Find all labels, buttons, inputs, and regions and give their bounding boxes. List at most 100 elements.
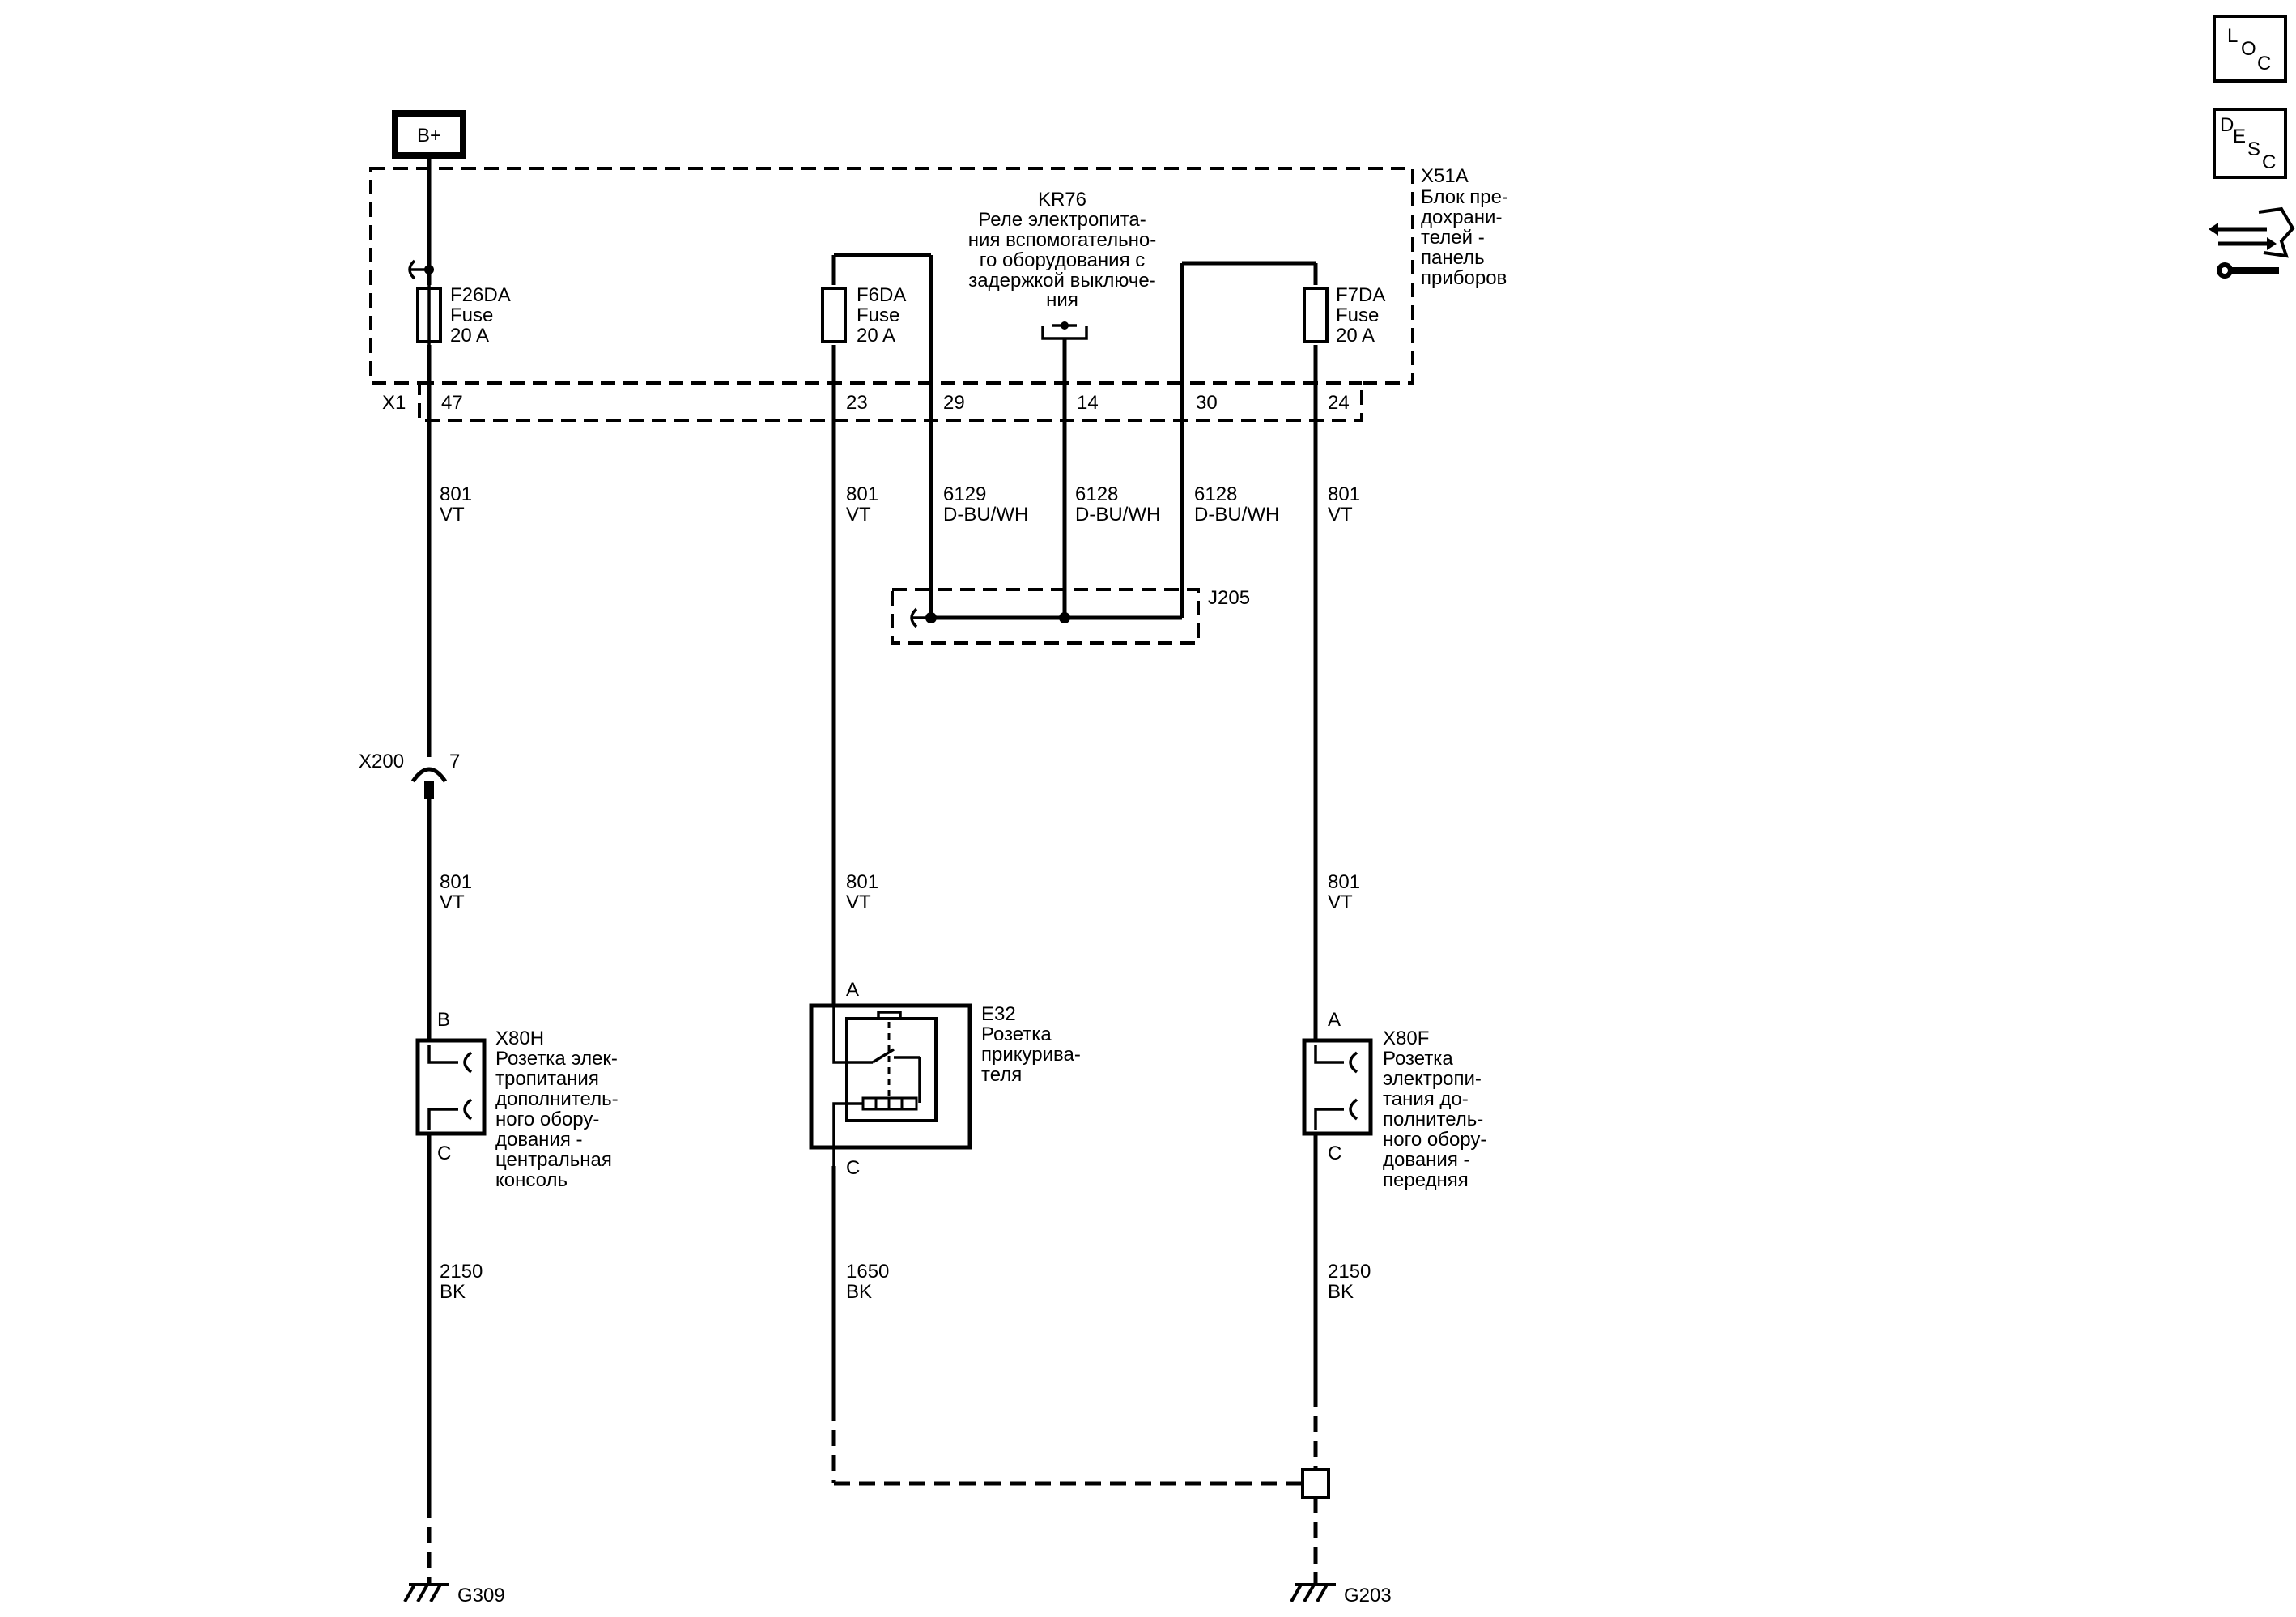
- wire-801-f-number: 801: [1328, 871, 1360, 893]
- wire-6129-number: 6129: [943, 483, 986, 505]
- relay-line-3: ния вспомогательно-: [968, 229, 1156, 251]
- x200-pin: 7: [449, 751, 460, 772]
- x80h-line-7: центральная: [495, 1149, 612, 1171]
- wire-801-d-color: VT: [440, 891, 465, 913]
- fuse-f6da-label: F6DA Fuse 20 A: [857, 284, 906, 347]
- fuse-block-line-6: приборов: [1421, 267, 1507, 289]
- fuse-block-line-2: Блок пре-: [1421, 186, 1508, 208]
- relay-line-4: го оборудования с: [980, 249, 1145, 271]
- wire-6128-b-color: D-BU/WH: [1194, 504, 1279, 526]
- x80h-line-4: дополнитель-: [495, 1088, 619, 1110]
- relay-line-1: KR76: [1038, 189, 1086, 211]
- x80h-pin-bottom: C: [437, 1143, 451, 1164]
- x80f-line-3: электропи-: [1383, 1068, 1482, 1090]
- e32-pin-bottom: C: [846, 1157, 860, 1179]
- wire-801-b-color: VT: [846, 504, 871, 526]
- circuit-middle: [821, 253, 1301, 1486]
- desc-letter-c: C: [2262, 151, 2276, 173]
- loc-letter-o: O: [2241, 38, 2256, 60]
- relay-line-5: задержкой выключе-: [968, 270, 1155, 291]
- x80h-line-5: ного обору-: [495, 1108, 599, 1130]
- fuse-f6da-symbol: [821, 287, 847, 343]
- x80f-line-8: передняя: [1383, 1169, 1469, 1191]
- pin-23: 23: [846, 392, 868, 414]
- wire-2150-a-number: 2150: [440, 1261, 483, 1283]
- fuse-block-line-4: телей -: [1421, 227, 1485, 249]
- x80h-line-1: X80H: [495, 1028, 544, 1049]
- fuse-f7da-name: F7DA: [1336, 284, 1385, 306]
- wire-6128-b-number: 6128: [1194, 483, 1237, 505]
- fuse-block-line-5: панель: [1421, 247, 1485, 269]
- wire-6128-a-color: D-BU/WH: [1075, 504, 1160, 526]
- battery-label: B+: [417, 125, 441, 147]
- fuse-block-x51a: X51A Блок пре- дохрани- телей - панель п…: [369, 165, 1508, 422]
- wire-2150-b-color: BK: [1328, 1281, 1354, 1303]
- fuse-f6da-name: F6DA: [857, 284, 906, 306]
- fuse-f26da-name: F26DA: [450, 284, 511, 306]
- relay-line-6: ния: [1046, 289, 1078, 311]
- pin-24: 24: [1328, 392, 1350, 414]
- fuse-f26da-label: F26DA Fuse 20 A: [450, 284, 511, 347]
- x80f-line-7: дования -: [1383, 1149, 1470, 1171]
- fuse-f7da-type: Fuse: [1336, 304, 1379, 326]
- wire-2150-a-color: BK: [440, 1281, 466, 1303]
- wire-801-e-color: VT: [846, 891, 871, 913]
- wire-1650-color: BK: [846, 1281, 872, 1303]
- desc-letter-s: S: [2247, 138, 2260, 160]
- fuse-f6da-rating: 20 A: [857, 325, 895, 347]
- circuit-left: [408, 155, 448, 1583]
- e32-line-3: прикурива-: [981, 1044, 1081, 1066]
- x80h-pin-top: B: [437, 1009, 450, 1031]
- pin-14: 14: [1077, 392, 1099, 414]
- wire-1650-number: 1650: [846, 1261, 889, 1283]
- ground-g309[interactable]: G309: [403, 1583, 505, 1606]
- fuse-f7da-symbol: [1303, 287, 1329, 343]
- x80f-line-5: полнитель-: [1383, 1108, 1483, 1130]
- e32-pin-top: A: [846, 979, 859, 1001]
- ground-g203[interactable]: G203: [1290, 1583, 1392, 1606]
- pin-numbers: 47 23 29 14 30 24: [441, 392, 1350, 414]
- pin-47: 47: [441, 392, 463, 414]
- wire-801-b-number: 801: [846, 483, 878, 505]
- desc-letter-e: E: [2233, 126, 2246, 147]
- fuse-f26da-type: Fuse: [450, 304, 493, 326]
- x80f-line-6: ного обору-: [1383, 1129, 1486, 1151]
- x200-label: X200: [359, 751, 404, 772]
- fuse-f6da-type: Fuse: [857, 304, 899, 326]
- x80f-pin-bottom: C: [1328, 1143, 1341, 1164]
- e32-line-2: Розетка: [981, 1023, 1052, 1045]
- wire-6128-a-number: 6128: [1075, 483, 1118, 505]
- wire-801-c-color: VT: [1328, 504, 1353, 526]
- x80f-pin-top: A: [1328, 1009, 1341, 1031]
- battery-terminal: B+: [392, 110, 466, 159]
- relay-kr76: KR76 Реле электропита- ния вспомогательн…: [968, 189, 1156, 618]
- ground-junction: [1301, 1468, 1330, 1499]
- relay-line-2: Реле электропита-: [978, 209, 1146, 231]
- wire-801-a-number: 801: [440, 483, 472, 505]
- x80h-line-3: тропитания: [495, 1068, 599, 1090]
- e32-line-4: теля: [981, 1064, 1022, 1086]
- wire-labels: 801 VT 801 VT 6129 D-BU/WH 6128 D-BU/WH …: [440, 483, 1371, 1303]
- loc-letter-c: C: [2257, 53, 2271, 74]
- loc-letter-l: L: [2227, 25, 2238, 47]
- connector-arrow-wrench-icon[interactable]: [2209, 206, 2295, 279]
- x80h-line-6: дования -: [495, 1129, 583, 1151]
- ground-g309-label: G309: [457, 1585, 505, 1606]
- pin-29: 29: [943, 392, 965, 414]
- e32-line-1: E32: [981, 1003, 1016, 1025]
- fuse-f26da-rating: 20 A: [450, 325, 489, 347]
- x80h-line-2: Розетка элек-: [495, 1048, 618, 1070]
- ground-g203-label: G203: [1344, 1585, 1392, 1606]
- desc-letter-d: D: [2220, 114, 2234, 136]
- description-icon-button[interactable]: D E S C: [2213, 108, 2287, 179]
- fuse-block-label: X51A Блок пре- дохрани- телей - панель п…: [1421, 165, 1508, 289]
- location-icon-button[interactable]: L O C: [2213, 15, 2287, 83]
- pin-30: 30: [1196, 392, 1218, 414]
- wire-6129-color: D-BU/WH: [943, 504, 1028, 526]
- connector-x1-label: X1: [382, 392, 406, 414]
- x80f-line-4: тания до-: [1383, 1088, 1469, 1110]
- x80f-line-2: Розетка: [1383, 1048, 1453, 1070]
- wire-801-e-number: 801: [846, 871, 878, 893]
- circuit-right: [1180, 261, 1330, 1583]
